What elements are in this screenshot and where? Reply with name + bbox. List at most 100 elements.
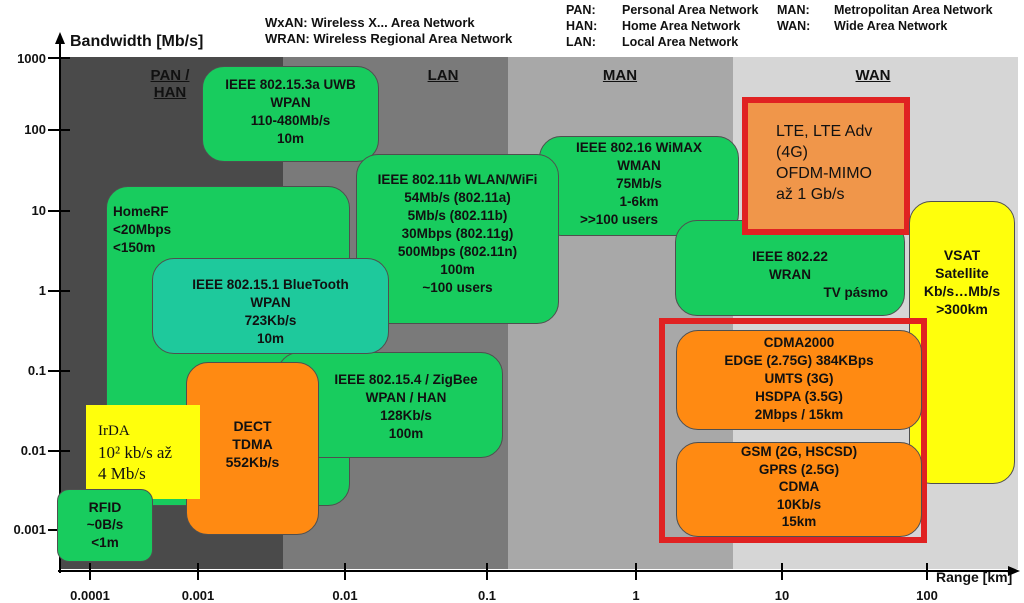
box-text: WMAN — [617, 158, 661, 173]
legend-abbr-man: MAN: — [777, 3, 810, 17]
box-text: (4G) — [776, 144, 808, 161]
box-text: WPAN — [250, 295, 291, 310]
x-axis-arrow — [1008, 566, 1020, 576]
y-tick-label: 10 — [31, 203, 46, 218]
legend-abbr: PAN: HAN: LAN: — [566, 2, 597, 50]
box-text: 1-6km — [619, 194, 659, 209]
box-gsm: GSM (2G, HSCSD) GPRS (2.5G) CDMA 10Kb/s … — [676, 442, 922, 537]
box-cdma2000: CDMA2000 EDGE (2.75G) 384KBps UMTS (3G) … — [676, 330, 922, 430]
zone-label-pan-line1: PAN / — [150, 67, 190, 84]
legend-abbr-lan: LAN: — [566, 35, 596, 49]
legend-desc-lan: Local Area Network — [622, 35, 739, 49]
box-text: HomeRF — [113, 204, 169, 219]
y-tick-label: 1 — [38, 283, 46, 298]
x-tick-label: 0.0001 — [70, 588, 110, 603]
box-wifi: IEEE 802.11b WLAN/WiFi 54Mb/s (802.11a) … — [356, 154, 559, 324]
box-text: GSM (2G, HSCSD) — [740, 444, 858, 459]
box-text: OFDM-MIMO — [776, 165, 872, 182]
box-text: 500Mbps (802.11n) — [397, 244, 518, 259]
box-text: 10m — [276, 131, 305, 146]
box-text: GPRS (2.5G) — [758, 461, 840, 477]
box-text: VSAT — [943, 247, 981, 263]
legend-abbr-pan: PAN: — [566, 3, 596, 17]
y-axis-title: Bandwidth [Mb/s] — [70, 33, 204, 50]
box-text: 110-480Mb/s — [250, 113, 331, 128]
box-text: CDMA — [778, 479, 820, 494]
box-text: WPAN — [270, 95, 311, 110]
legend-desc-han: Home Area Network — [622, 19, 741, 33]
zone-label-pan: PAN / HAN — [140, 67, 200, 101]
box-rfid: RFID ~0B/s <1m — [57, 489, 153, 562]
legend-desc2: Metropolitan Area Network Wide Area Netw… — [834, 2, 993, 34]
box-text: <1m — [91, 535, 119, 550]
box-text: až 1 Gb/s — [776, 186, 845, 203]
box-text: 128Kb/s — [380, 408, 432, 423]
y-tick-label: 0.1 — [27, 363, 46, 378]
legend-line: WxAN: Wireless X... Area Network — [265, 15, 475, 30]
box-text: <20Mbps — [113, 222, 172, 237]
box-text: IEEE 802.15.4 / ZigBee — [334, 372, 478, 387]
x-tick-label: 0.1 — [477, 588, 497, 603]
box-uwb: IEEE 802.15.3a UWB WPAN 110-480Mb/s 10m — [202, 66, 379, 162]
box-text: CDMA2000 — [763, 335, 835, 350]
box-text: 552Kb/s — [225, 454, 280, 470]
y-tick-label: 100 — [24, 122, 46, 137]
box-wimax: IEEE 802.16 WiMAX WMAN 75Mb/s 1-6km >>10… — [539, 136, 739, 236]
box-text: TV pásmo — [823, 285, 888, 300]
box-text: 30Mbps (802.11g) — [401, 226, 514, 241]
y-tick-label: 0.001 — [13, 522, 46, 537]
cellular-red-frame — [659, 318, 927, 543]
x-tick-label: 10 — [774, 588, 790, 603]
legend-desc-wan: Wide Area Network — [834, 19, 948, 33]
box-text: 10² kb/s až — [98, 443, 173, 462]
legend-desc-man: Metropolitan Area Network — [834, 3, 993, 17]
box-text: WPAN / HAN — [365, 390, 447, 405]
box-text: >>100 users — [580, 212, 659, 227]
x-tick-label: 0.01 — [332, 588, 358, 603]
box-text: UMTS (3G) — [764, 371, 834, 386]
box-text: <150m — [113, 240, 156, 255]
box-zigbee: IEEE 802.15.4 / ZigBee WPAN / HAN 128Kb/… — [277, 352, 503, 458]
box-dect: DECT TDMA 552Kb/s — [186, 362, 319, 535]
box-text: WRAN — [769, 267, 811, 282]
legend-desc: Personal Area Network Home Area Network … — [622, 2, 758, 50]
x-tick-label: 100 — [916, 588, 938, 603]
box-text: IEEE 802.15.3a UWB — [225, 77, 356, 92]
y-tick-label: 1000 — [17, 51, 46, 66]
box-text: ~100 users — [422, 280, 493, 295]
box-text: TDMA — [232, 436, 273, 452]
box-text: HSDPA (3.5G) — [755, 389, 843, 404]
box-text: IEEE 802.15.1 BlueTooth — [192, 277, 349, 292]
box-text: 4 Mb/s — [98, 464, 146, 483]
legend-abbr2: MAN: WAN: — [777, 2, 810, 34]
box-text: Kb/s…Mb/s — [923, 283, 1001, 299]
box-text: 100m — [440, 262, 475, 277]
box-text: 10Kb/s — [776, 496, 822, 512]
box-text: IEEE 802.11b WLAN/WiFi — [377, 172, 538, 187]
box-text: 723Kb/s — [244, 313, 297, 328]
box-text: IrDA — [98, 423, 130, 439]
box-text: IEEE 802.22 — [752, 249, 828, 264]
legend-abbr-wan: WAN: — [777, 19, 811, 33]
y-axis-arrow — [55, 32, 65, 44]
box-irda: IrDA 10² kb/s až 4 Mb/s — [86, 405, 200, 499]
box-text: DECT — [233, 418, 272, 434]
box-text: 54Mb/s (802.11a) — [404, 190, 511, 205]
box-text: ~0B/s — [86, 517, 124, 532]
box-bluetooth: IEEE 802.15.1 BlueTooth WPAN 723Kb/s 10m — [152, 258, 389, 354]
box-text: 10m — [256, 331, 285, 346]
box-text: Satellite — [935, 265, 989, 281]
x-ticks — [89, 563, 928, 580]
box-text: 2Mbps / 15km — [754, 407, 844, 422]
box-text: 5Mb/s (802.11b) — [407, 208, 508, 223]
legend-line: WRAN: Wireless Regional Area Network — [265, 31, 513, 46]
x-axis-title: Range [km] — [936, 569, 1013, 585]
legend-wxan: WxAN: Wireless X... Area Network WRAN: W… — [265, 15, 512, 47]
box-text: 100m — [388, 426, 424, 441]
legend-desc-pan: Personal Area Network — [622, 3, 759, 17]
x-tick-label: 1 — [632, 588, 640, 603]
y-tick-label: 0.01 — [20, 443, 46, 458]
legend-abbr-han: HAN: — [566, 19, 598, 33]
box-text: LTE, LTE Adv — [776, 123, 873, 140]
